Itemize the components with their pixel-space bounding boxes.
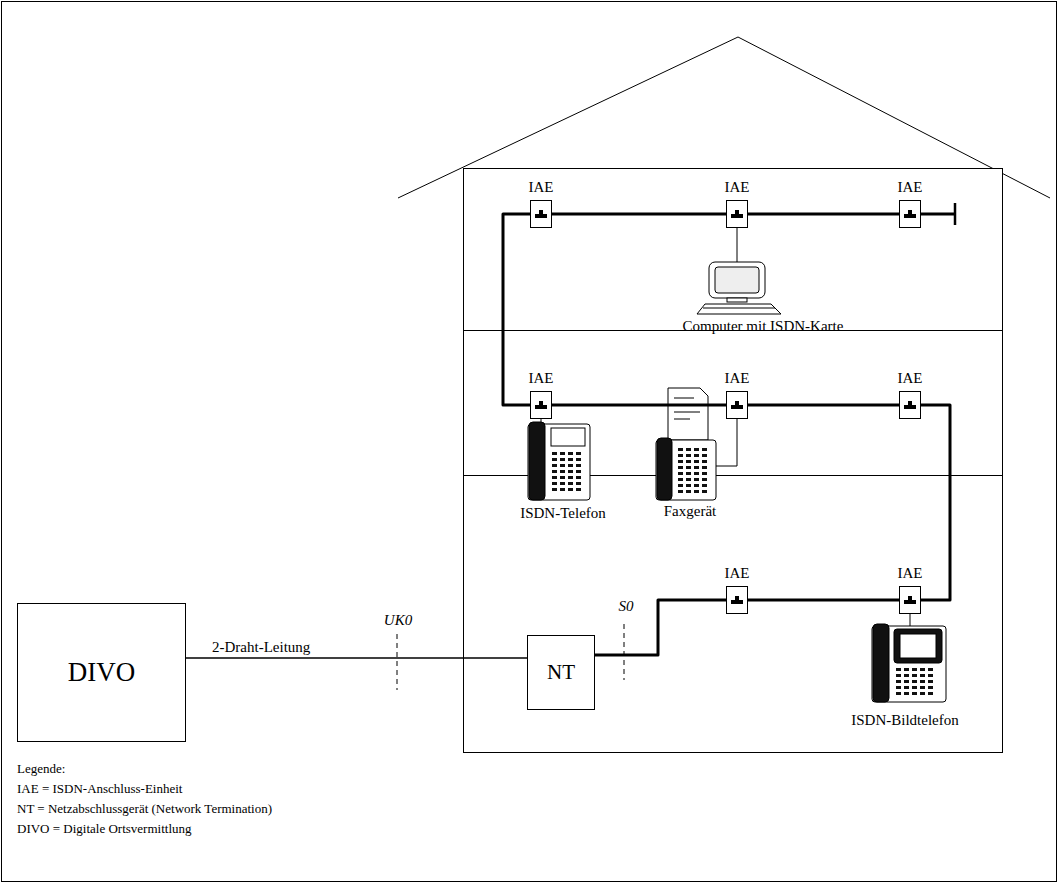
legend-entry: DIVO = Digitale Ortsvermittlung: [17, 822, 192, 836]
reference-point-label: S0: [619, 598, 634, 615]
socket-label: IAE: [725, 565, 750, 582]
s0-bus: [748, 599, 899, 602]
reference-point-label: UK0: [384, 612, 412, 629]
reference-point: [624, 624, 625, 680]
device-lead: [910, 614, 911, 626]
socket-symbol: [727, 392, 747, 418]
equipment-box: NT: [527, 635, 595, 710]
socket-symbol: [727, 587, 747, 613]
s0-bus: [748, 404, 899, 407]
terminator: [954, 203, 957, 225]
two-wire-line: [186, 657, 527, 659]
socket-label: IAE: [529, 179, 554, 196]
device-label: ISDN-Bildtelefon: [851, 712, 958, 729]
legend-heading: Legende:: [17, 762, 65, 776]
reference-point: [397, 634, 398, 690]
isdn-socket: IAE: [715, 370, 759, 420]
socket-symbol: [900, 587, 920, 613]
bus-end: [921, 213, 955, 216]
house-body: [464, 169, 1003, 753]
s0-bus: [552, 404, 726, 407]
isdn-socket: IAE: [888, 370, 932, 420]
socket-label: IAE: [725, 179, 750, 196]
socket-label: IAE: [898, 370, 923, 387]
isdn-socket: IAE: [715, 565, 759, 615]
socket-symbol: [531, 201, 551, 227]
socket-outline: [726, 391, 748, 419]
socket-label: IAE: [529, 370, 554, 387]
isdn-socket: IAE: [715, 179, 759, 229]
socket-symbol: [900, 392, 920, 418]
socket-outline: [899, 586, 921, 614]
device-label: ISDN-Telefon: [520, 505, 606, 522]
isdn-socket: IAE: [888, 565, 932, 615]
s0-bus: [921, 405, 950, 600]
videophone-icon: [872, 624, 946, 702]
equipment-box: DIVO: [17, 603, 186, 742]
socket-outline: [530, 391, 552, 419]
phone-icon: [528, 422, 590, 500]
socket-symbol: [900, 201, 920, 227]
socket-label: IAE: [898, 179, 923, 196]
device-label: Computer mit ISDN-Karte: [683, 318, 844, 335]
socket-outline: [899, 391, 921, 419]
s0-bus: [503, 214, 530, 405]
socket-outline: [726, 200, 748, 228]
socket-label: IAE: [725, 370, 750, 387]
isdn-socket: IAE: [519, 370, 563, 420]
socket-outline: [726, 586, 748, 614]
legend-entry: IAE = ISDN-Anschluss-Einheit: [17, 782, 182, 796]
legend-entry: NT = Netzabschlussgerät (Network Termina…: [17, 802, 272, 816]
s0-bus: [595, 600, 726, 655]
s0-bus: [748, 213, 899, 216]
device-lead: [737, 228, 738, 262]
socket-outline: [899, 200, 921, 228]
isdn-socket: IAE: [519, 179, 563, 229]
socket-symbol: [531, 392, 551, 418]
device-label: Faxgerät: [664, 503, 716, 520]
line-label: 2-Draht-Leitung: [212, 639, 310, 656]
box-label: NT: [547, 661, 575, 684]
box-label: DIVO: [68, 658, 136, 688]
device-lead: [716, 419, 737, 466]
socket-label: IAE: [898, 565, 923, 582]
s0-bus: [552, 213, 726, 216]
socket-outline: [530, 200, 552, 228]
socket-symbol: [727, 201, 747, 227]
isdn-socket: IAE: [888, 179, 932, 229]
computer-icon: [697, 262, 781, 314]
